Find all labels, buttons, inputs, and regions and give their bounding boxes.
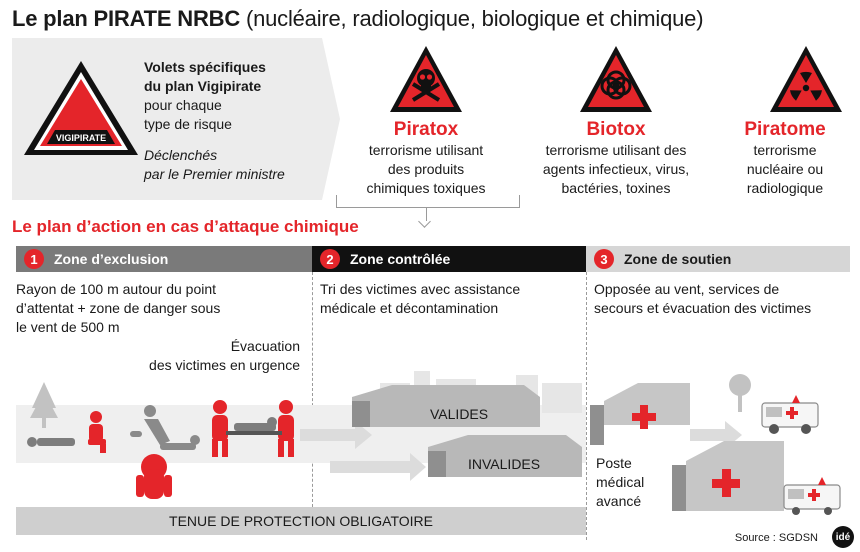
plan-name-biotox: Biotox <box>586 119 646 140</box>
tent-label-valides: VALIDES <box>430 406 489 422</box>
zone-2-desc-line: médicale et décontamination <box>320 300 499 316</box>
zone-label: Zone de soutien <box>624 251 732 267</box>
protective-suit-person-icon <box>136 454 172 499</box>
poste-label-line: avancé <box>596 493 642 509</box>
first-aid-icon <box>130 405 200 450</box>
plan-desc-line: terrorisme utilisant <box>368 142 484 158</box>
zone-separator <box>312 272 313 507</box>
bracket-connector <box>336 195 520 208</box>
plan-name-piratome: Piratome <box>744 119 826 140</box>
zone-label: Zone contrôlée <box>350 251 451 267</box>
ambulance-icon <box>761 395 819 434</box>
vigipirate-line-4: type de risque <box>144 116 232 132</box>
tent-valides <box>352 385 540 427</box>
tree-icon <box>30 382 58 428</box>
bracket-stem <box>426 207 427 221</box>
title-rest: (nucléaire, radiologique, biologique et … <box>240 6 704 31</box>
vigipirate-logo-text: VIGIPIRATE <box>56 133 106 143</box>
zone-number-badge: 2 <box>320 249 340 269</box>
plan-piratox: Piratox terrorisme utilisant des produit… <box>326 119 526 198</box>
vigipirate-line-5: Déclenchés <box>144 147 218 163</box>
medical-tent-icon <box>672 441 784 511</box>
page-title: Le plan PIRATE NRBC (nucléaire, radiolog… <box>12 6 704 32</box>
tent-label-invalides: INVALIDES <box>468 456 541 472</box>
tent-invalides <box>428 435 582 477</box>
evacuation-line-1: Évacuation <box>230 338 300 354</box>
plan-desc-line: radiologique <box>746 180 824 196</box>
tree-icon <box>729 374 751 412</box>
zone-label: Zone d’exclusion <box>54 251 169 267</box>
zone-number-badge: 1 <box>24 249 44 269</box>
poste-label-line: médical <box>596 474 645 490</box>
plan-desc-line: nucléaire ou <box>746 161 824 177</box>
zone-separator <box>586 272 587 540</box>
title-bold: Le plan PIRATE NRBC <box>12 6 241 31</box>
evacuation-line-2: des victimes en urgence <box>149 357 300 373</box>
vigipirate-line-2: du plan Vigipirate <box>144 78 262 94</box>
zone-2-desc-line: Tri des victimes avec assistance <box>320 281 521 297</box>
ambulance-icon <box>783 477 841 515</box>
ide-logo: idé <box>832 526 854 548</box>
lying-victim-icon <box>27 437 75 447</box>
arrow-down-icon <box>418 215 431 228</box>
plan-biotox: Biotox terrorisme utilisant des agents i… <box>510 119 722 198</box>
vigipirate-line-3: pour chaque <box>144 97 222 113</box>
zone-bar-exclusion: 1 Zone d’exclusion <box>16 246 312 272</box>
vigipirate-logo: VIGIPIRATE <box>24 61 138 155</box>
vigipirate-line-1: Volets spécifiques <box>144 59 266 75</box>
zone-bar-soutien: 3 Zone de soutien <box>586 246 850 272</box>
medical-tent-icon <box>590 383 690 445</box>
protection-required-banner: TENUE DE PROTECTION OBLIGATOIRE <box>16 507 586 535</box>
plan-desc-line: agents infectieux, virus, <box>542 161 690 177</box>
poste-label-line: Poste <box>596 455 632 471</box>
zone-3-desc-line: Opposée au vent, services de <box>594 281 780 297</box>
zone-3-desc-line: secours et évacuation des victimes <box>594 300 812 316</box>
radiation-icon <box>770 46 842 112</box>
kneeling-responder-icon <box>88 411 106 453</box>
plan-desc-line: terrorisme utilisant des <box>545 142 687 158</box>
plan-piratome: Piratome terrorisme nucléaire ou radiolo… <box>720 119 850 198</box>
vigipirate-panel-arrow <box>322 38 340 200</box>
plan-desc-line: chimiques toxiques <box>366 180 486 196</box>
biohazard-icon <box>580 46 652 112</box>
zone-bar-controlee: 2 Zone contrôlée <box>312 246 586 272</box>
zone-number-badge: 3 <box>594 249 614 269</box>
source-credit: Source : SGDSN <box>734 532 818 544</box>
plan-desc-line: terrorisme <box>753 142 817 158</box>
plan-desc-line: bactéries, toxines <box>561 180 671 196</box>
plan-desc-line: des produits <box>387 161 465 177</box>
scene-illustration <box>16 371 841 515</box>
skull-crossbones-icon <box>390 46 462 112</box>
vigipirate-line-6: par le Premier ministre <box>144 166 285 182</box>
action-plan-title: Le plan d’action en cas d’attaque chimiq… <box>12 217 359 236</box>
zone-1-desc-line: d’attentat + zone de danger sous <box>16 300 221 316</box>
stretcher-team-icon <box>212 400 294 457</box>
zone-1-desc-line: Rayon de 100 m autour du point <box>16 281 217 297</box>
zone-1-desc-line: le vent de 500 m <box>16 319 120 335</box>
plan-name-piratox: Piratox <box>393 119 459 140</box>
